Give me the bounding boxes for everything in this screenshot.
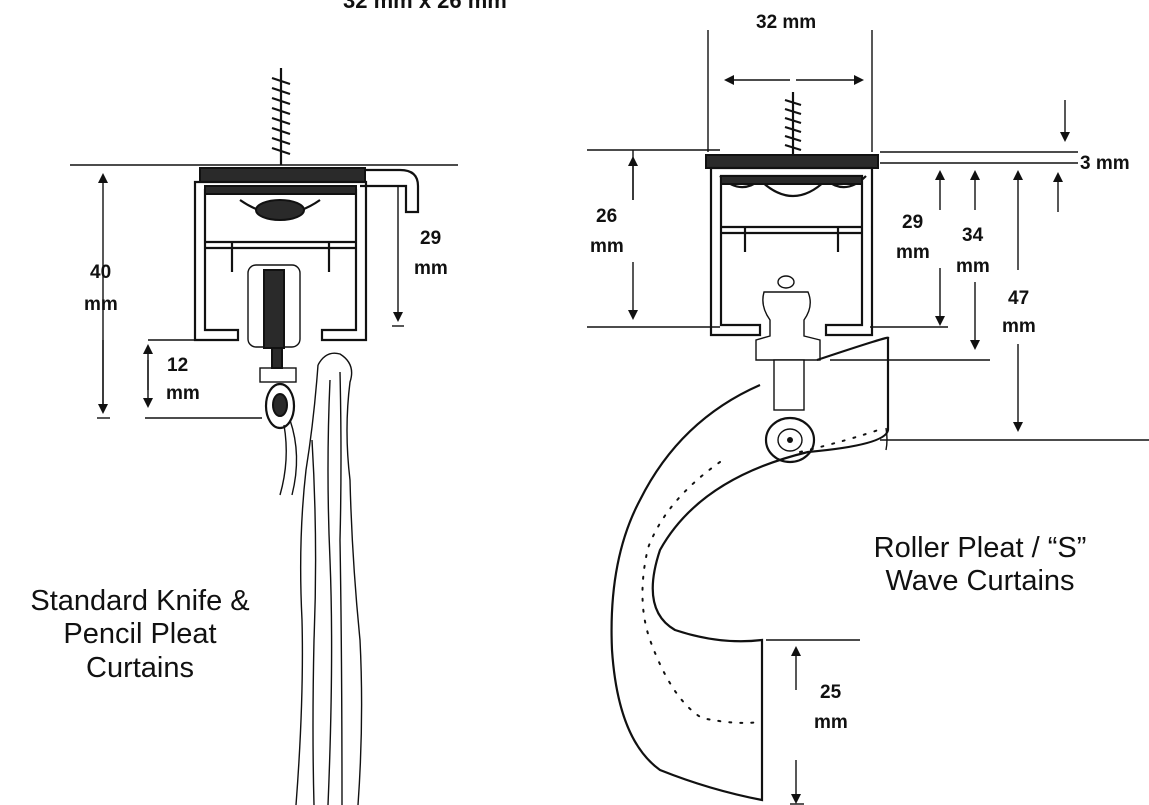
right-dim-29-value: 29	[902, 212, 924, 233]
right-width-label: 32 mm	[756, 12, 817, 33]
right-dim-29-unit: mm	[896, 242, 930, 263]
header-partial-title: 32 mm x 26 mm	[343, 0, 507, 13]
right-caption: Roller Pleat / “S” Wave Curtains	[840, 532, 1120, 599]
left-caption-line-3: Curtains	[86, 651, 194, 684]
left-dim-12-value: 12	[167, 355, 189, 376]
right-dim-25-unit: mm	[814, 712, 848, 733]
right-dim-26-unit: mm	[590, 236, 624, 257]
right-dim-47-value: 47	[1008, 288, 1030, 309]
right-dim-26-value: 26	[596, 206, 618, 227]
right-dim-25-value: 25	[820, 682, 842, 703]
left-dim-29-unit: mm	[414, 258, 448, 279]
right-dimensions	[628, 75, 1070, 805]
left-dim-29-value: 29	[420, 228, 442, 249]
left-caption-line-1: Standard Knife &	[30, 585, 250, 617]
left-dimensions	[97, 173, 404, 419]
left-caption-line-2: Pencil Pleat	[63, 618, 217, 651]
right-roller-wheel-icon	[764, 416, 816, 464]
left-dim-12-unit: mm	[166, 383, 200, 404]
left-curtain-fabric	[317, 352, 363, 805]
right-dim-34-unit: mm	[956, 256, 990, 277]
left-dim-40-value: 40	[90, 262, 112, 283]
left-track-assembly	[70, 68, 458, 805]
right-track-assembly	[587, 30, 1149, 802]
right-dim-34-value: 34	[962, 225, 984, 246]
right-caption-line-1: Roller Pleat / “S”	[873, 532, 1087, 564]
right-screw-icon	[784, 92, 802, 156]
left-hook-ring-icon	[264, 382, 296, 430]
left-dim-40-unit: mm	[84, 294, 118, 315]
right-s-wave-fabric	[610, 336, 890, 802]
right-glider	[755, 291, 821, 361]
right-dim-47-unit: mm	[1002, 316, 1036, 337]
left-screw-icon	[271, 68, 291, 165]
left-mounting-clip	[200, 168, 420, 214]
right-caption-line-2: Wave Curtains	[885, 565, 1075, 598]
right-top-gap-label: 3 mm	[1080, 153, 1130, 174]
left-caption: Standard Knife & Pencil Pleat Curtains	[0, 585, 280, 685]
